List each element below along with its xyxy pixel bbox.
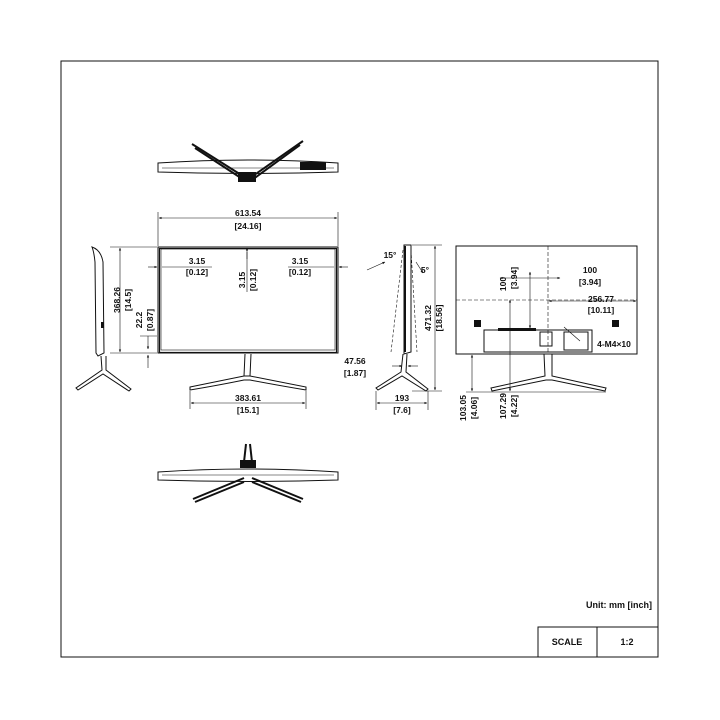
- center-offset-in: [10.11]: [588, 305, 615, 315]
- scale-value: 1:2: [620, 637, 633, 647]
- top-bezel-in: [0.12]: [248, 269, 258, 291]
- bottom-view: [157, 443, 339, 503]
- mount-height-in: [4.22]: [509, 395, 519, 417]
- vesa-h-in: [3.94]: [579, 277, 601, 287]
- top-bezel-mm: 3.15: [237, 271, 247, 288]
- base-height-in: [4.06]: [469, 397, 479, 419]
- scale-label: SCALE: [552, 637, 583, 647]
- stand-offset-in: [1.87]: [344, 368, 366, 378]
- vesa-v-mm: 100: [498, 277, 508, 291]
- vesa-v-in: [3.94]: [509, 267, 519, 289]
- center-offset-mm: 256.77: [588, 294, 614, 304]
- stand-width-in: [15.1]: [237, 405, 259, 415]
- drawing-frame: [60, 60, 659, 658]
- tilt-forward-angle: 5°: [421, 265, 430, 275]
- title-block: [537, 626, 659, 658]
- mount-height-mm: 107.29: [498, 393, 508, 419]
- bottom-bezel-in: [0.87]: [145, 309, 155, 331]
- front-view: [110, 212, 348, 409]
- total-height-in: [18.56]: [434, 304, 444, 331]
- front-height-in: [14.5]: [123, 289, 133, 311]
- depth-mm: 193: [395, 393, 409, 403]
- left-bezel-in: [0.12]: [186, 267, 208, 277]
- tilt-back-angle: 15°: [384, 250, 397, 260]
- total-height-mm: 471.32: [423, 305, 433, 331]
- side-view: [366, 244, 442, 410]
- bottom-bezel-mm: 22.2: [134, 311, 144, 328]
- base-height-mm: 103.05: [458, 395, 468, 421]
- right-bezel-mm: 3.15: [292, 256, 309, 266]
- front-height-mm: 368.26: [112, 287, 122, 313]
- left-bezel-mm: 3.15: [189, 256, 206, 266]
- right-bezel-in: [0.12]: [289, 267, 311, 277]
- top-view: [157, 140, 339, 182]
- stand-width-mm: 383.61: [235, 393, 261, 403]
- rear-view: [455, 245, 638, 393]
- screw-spec: 4-M4×10: [597, 339, 631, 349]
- left-profile: [75, 246, 132, 392]
- front-width-mm: 613.54: [235, 208, 261, 218]
- vesa-h-mm: 100: [583, 265, 597, 275]
- stand-offset-mm: 47.56: [344, 356, 366, 366]
- front-width-in: [24.16]: [235, 221, 262, 231]
- depth-in: [7.6]: [393, 405, 411, 415]
- unit-note: Unit: mm [inch]: [586, 600, 652, 610]
